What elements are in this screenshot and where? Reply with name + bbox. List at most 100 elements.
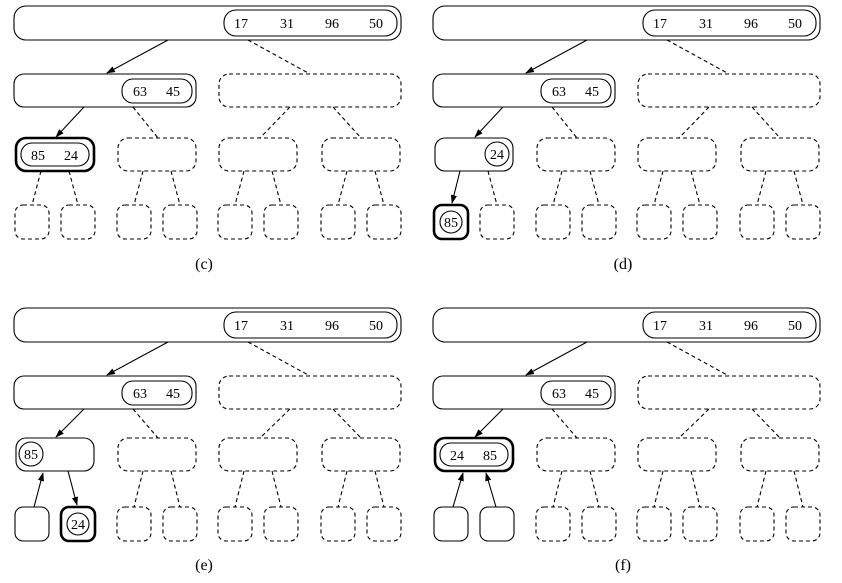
edge-dashed [589,470,600,508]
empty-leaf [682,506,718,542]
edge-dashed [332,106,362,139]
edge-dashed [133,470,144,508]
root-key: 31 [280,319,294,334]
active-node [433,436,515,473]
root-key: 96 [325,17,339,32]
edge-dashed [690,470,701,508]
level2-key: 85 [483,449,497,464]
active-leaf [432,203,470,241]
empty-node [218,437,298,472]
level2-key-circle [484,141,510,167]
panel-d: 17 31 96 50 63 45 24 85 [432,5,821,273]
level1-key-pill [121,380,193,406]
level1-key: 63 [133,85,147,100]
empty-node [536,437,616,472]
edge-dashed [271,170,282,206]
empty-node [117,437,197,472]
root-key: 50 [369,319,383,334]
edge-arrow-up [452,472,464,508]
empty-node [218,375,402,410]
edge-arrow [474,106,504,138]
root-node [432,307,821,343]
level2-key-circle [18,441,44,467]
panel-label: (f) [615,557,631,574]
root-key-pill [223,311,398,339]
empty-leaf [14,204,50,240]
edge-dashed [751,106,781,139]
panel-label: (d) [614,256,633,273]
root-key: 50 [369,17,383,32]
edge-dashed [337,470,348,508]
edge-dashed [751,408,781,439]
leaf-node [433,506,469,542]
edge-dashed [271,470,282,508]
empty-leaf [162,506,198,542]
level2-key: 24 [450,449,464,464]
root-key: 31 [280,17,294,32]
level1-key-pill [121,78,193,104]
root-key: 96 [744,319,758,334]
empty-leaf [116,204,152,240]
edge-dashed [234,170,245,206]
edge-dashed [374,170,385,206]
edge-dashed [793,470,804,508]
edge-dashed [247,341,311,377]
empty-leaf [217,204,253,240]
empty-leaf [535,506,571,542]
active-leaf [59,505,97,543]
leaf-key-circle [439,210,463,234]
edge-dashed [487,170,498,206]
edge-dashed [690,170,701,206]
empty-node [637,137,717,172]
edge-dashed [259,408,291,439]
root-key: 50 [788,17,802,32]
edge-dashed [551,106,578,139]
empty-leaf [479,204,515,240]
level2-key: 85 [24,448,38,463]
empty-leaf [366,204,402,240]
empty-leaf [60,204,96,240]
edge-arrow [55,408,85,438]
edge-dashed [551,408,578,439]
empty-leaf [785,506,821,542]
empty-node [637,375,821,410]
empty-leaf [320,506,356,542]
panel-label: (c) [195,256,213,273]
level1-key: 45 [166,85,180,100]
empty-leaf [739,204,775,240]
edge-arrow [67,470,78,506]
leaf-key: 85 [444,216,458,231]
edge-dashed [332,408,362,439]
empty-leaf [217,506,253,542]
root-key: 17 [653,17,667,32]
root-key-pill [642,311,817,339]
level2-key-pill [20,142,90,167]
level1-node [13,375,197,410]
panel-e: 17 31 96 50 63 45 85 24 [13,307,402,574]
empty-leaf [116,506,152,542]
edge-dashed [132,408,159,439]
empty-leaf [535,204,571,240]
level1-key-pill [540,380,612,406]
edge-dashed [678,106,710,139]
root-key-pill [223,9,398,37]
level1-key: 63 [552,387,566,402]
edge-dashed [133,170,144,206]
edge-arrow [525,341,588,376]
edge-dashed [552,470,563,508]
level1-key: 45 [585,85,599,100]
edge-arrow [525,39,588,74]
leaf-node [479,506,515,542]
empty-node [637,437,717,472]
level1-key: 45 [585,387,599,402]
empty-node [536,137,616,172]
edge-dashed [31,170,42,206]
edge-dashed [170,470,181,508]
empty-leaf [366,506,402,542]
empty-leaf [162,204,198,240]
root-node [432,5,821,41]
level2-key-pill [439,442,509,467]
edge-dashed [552,170,563,206]
level2-node [15,437,95,472]
